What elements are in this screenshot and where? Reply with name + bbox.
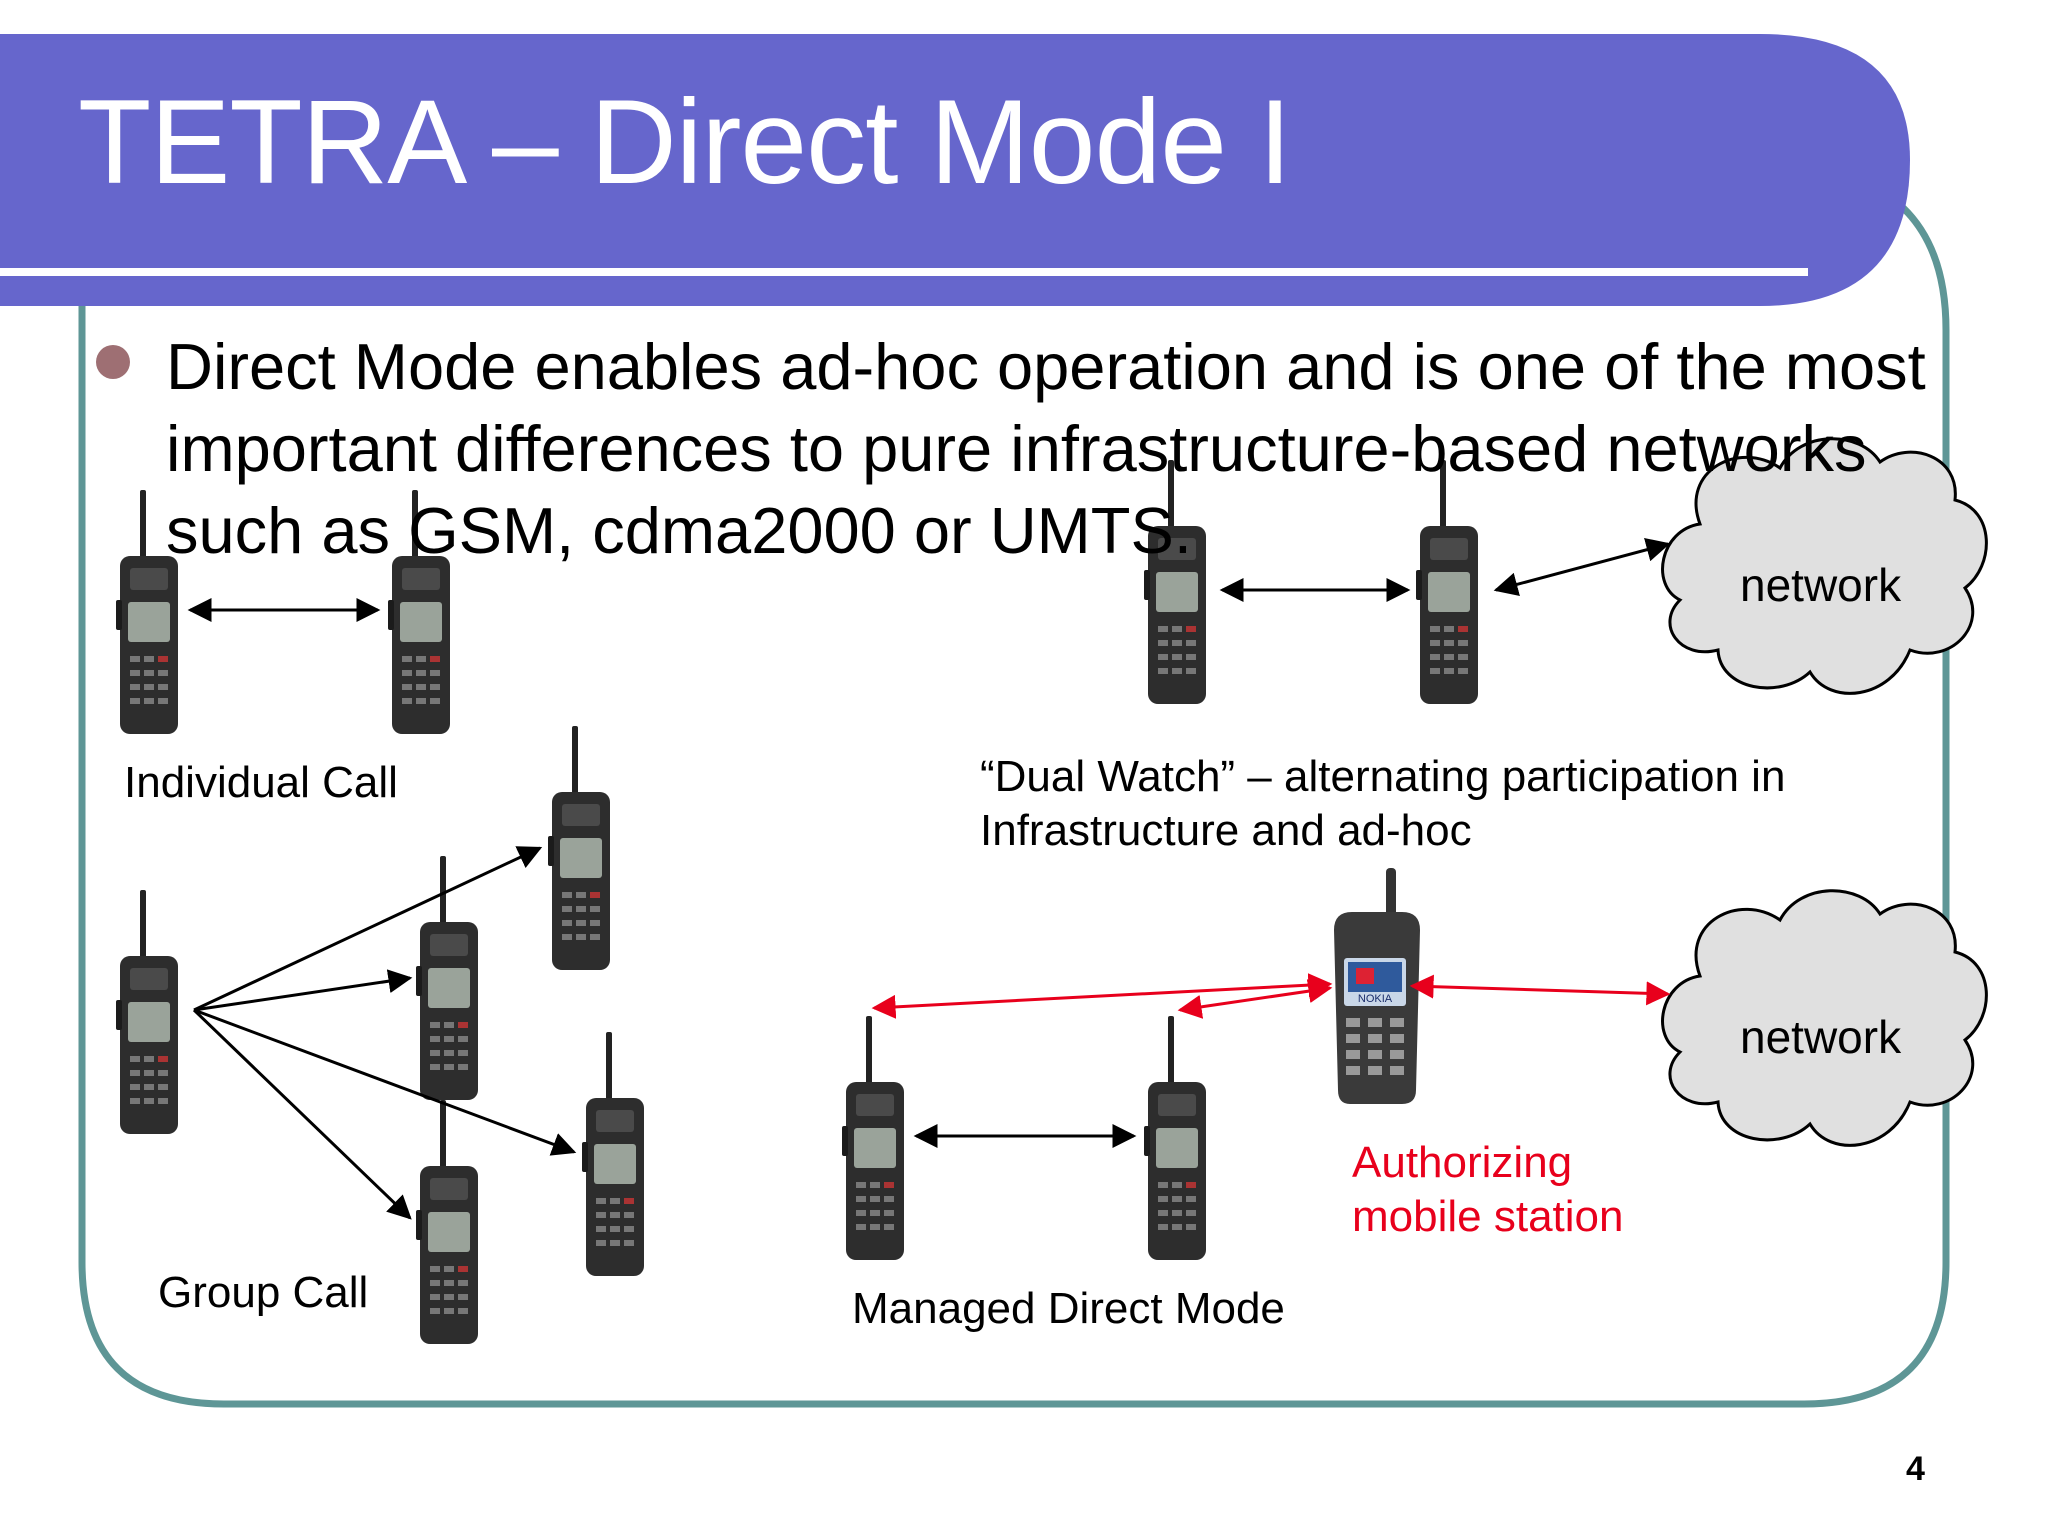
network-bottom-label: network [1740,1011,1902,1063]
radio-icon [1144,1016,1206,1260]
group-call-arrow [193,1008,577,1156]
group-call-arrow [192,1008,412,1220]
dual-watch-label-line2: Infrastructure and ad-hoc [980,806,1472,855]
network-cloud-top [1661,437,1988,695]
authorizing-network-arrow [1409,974,1671,1006]
managed-direct-mode-label: Managed Direct Mode [852,1284,1285,1333]
group-call-arrow [193,846,543,1012]
svg-text:NOKIA: NOKIA [1358,993,1393,1005]
authorizing-arrow [871,973,1333,1019]
page-number: 4 [1906,1450,1925,1488]
network-top-label: network [1740,559,1902,611]
title-bar [0,34,1910,306]
dual-watch-label-line1: “Dual Watch” – alternating participation… [980,752,1786,801]
radio-icon [416,1100,478,1344]
radio-icon [842,1016,904,1260]
authorizing-label-line2: mobile station [1352,1192,1624,1241]
bullet-text: Direct Mode enables ad-hoc operation and… [166,330,1926,567]
authorizing-label-line1: Authorizing [1352,1138,1573,1187]
group-call-arrow [193,969,413,1012]
bullet-icon [96,345,130,379]
dual-watch-network-arrow [1493,537,1671,597]
radio-icon [548,726,610,970]
content-frame [78,187,1950,1408]
individual-call-label: Individual Call [124,758,398,807]
network-cloud-bottom [1661,889,1988,1147]
group-call-label: Group Call [158,1268,369,1317]
authorizing-arrow [1177,979,1333,1019]
radio-icon [116,890,178,1134]
slide-title: TETRA – Direct Mode I [78,75,1292,209]
title-underline [0,268,1808,276]
nokia-phone-icon: NOKIA [1334,868,1420,1104]
radio-icon [582,1032,644,1276]
